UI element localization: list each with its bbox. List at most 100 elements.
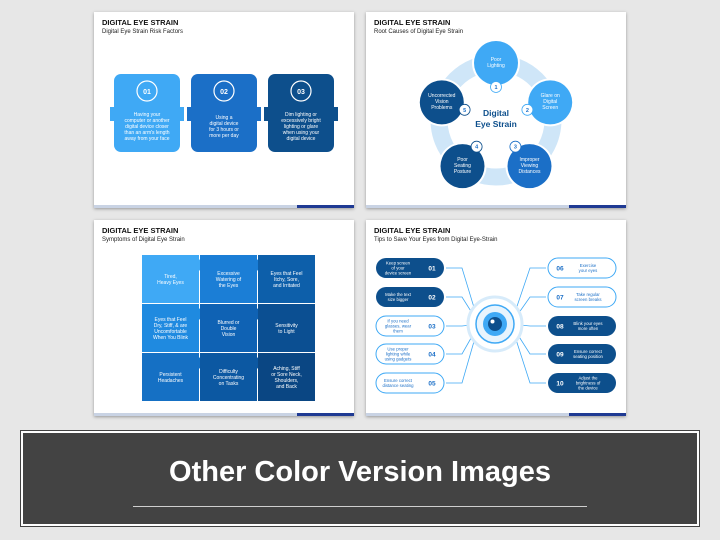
risk-text: more per day (209, 133, 239, 139)
symptom-tile (142, 255, 199, 303)
tip-connector (510, 323, 546, 384)
thumbnail-root-causes[interactable]: DIGITAL EYE STRAIN Root Causes of Digita… (366, 12, 626, 208)
tip-text: Take regular (576, 292, 600, 297)
cause-text: Lighting (487, 63, 505, 69)
tip-text: seating position (573, 354, 603, 359)
banner-underline (133, 506, 587, 507)
symptom-tile (200, 353, 257, 401)
risk-text: lighting or glare (284, 124, 318, 130)
tip-text: more often (578, 326, 599, 331)
tip-text: using gadgets (385, 357, 412, 362)
risk-card-tab (334, 107, 338, 121)
symptom-text: Headaches (158, 378, 184, 384)
tip-pill (548, 373, 616, 393)
tip-text: device screen (385, 271, 412, 276)
other-color-versions-banner: Other Color Version Images (20, 430, 700, 527)
cause-number: 5 (463, 108, 466, 114)
tip-pill (548, 344, 616, 364)
thumbnail-symptoms[interactable]: DIGITAL EYE STRAIN Symptoms of Digital E… (94, 220, 354, 416)
risk-text: Using a (216, 115, 233, 121)
cause-node-circle (474, 41, 518, 85)
slide-footer-bar (366, 413, 626, 416)
risk-number-ring (290, 80, 312, 102)
symptom-tile (200, 255, 257, 303)
tip-text: size bigger (388, 297, 409, 302)
cause-text: Screen (542, 105, 558, 111)
symptom-text: Concentrating (213, 375, 244, 381)
slide-subtitle: Digital Eye Strain Risk Factors (102, 29, 184, 35)
cause-node-circle (507, 144, 552, 189)
risk-number: 03 (297, 89, 305, 96)
tip-number: 09 (556, 352, 564, 359)
cause-text: Digital (543, 99, 557, 105)
cause-number: 1 (494, 85, 497, 91)
cause-number-badge (490, 81, 502, 93)
tip-text: distance seating (382, 383, 414, 388)
risk-text: computer or another (124, 118, 169, 124)
cause-number-badge (509, 140, 522, 153)
tip-connector (446, 267, 480, 325)
tip-text: Ensure correct (574, 349, 603, 354)
tip-text: Use proper (387, 347, 409, 352)
cause-text: Viewing (521, 163, 539, 169)
tip-text: your eyes (579, 268, 598, 273)
symptom-text: Aching, Stiff (273, 366, 300, 372)
risk-text: excessively bright (281, 118, 321, 124)
tip-text: Keep screen (386, 261, 411, 266)
symptom-text: Excessive (217, 271, 240, 277)
symptom-tile (258, 304, 315, 352)
risk-text: Dim lighting or (285, 112, 317, 118)
symptom-text: Tired, (164, 274, 177, 280)
symptom-text: Vision (222, 332, 236, 338)
tip-number: 03 (428, 324, 436, 331)
cause-text: Problems (431, 105, 453, 111)
risk-card-tab (187, 107, 191, 121)
thumbnail-risk-factors[interactable]: DIGITAL EYE STRAIN Digital Eye Strain Ri… (94, 12, 354, 208)
symptom-text: Eyes that Feel (271, 271, 303, 277)
slide-footer-bar (94, 205, 354, 208)
risk-text: than an arm's length (124, 130, 169, 136)
slide-subtitle: Tips to Save Your Eyes from Digital Eye-… (374, 237, 498, 243)
risk-number-ring (213, 80, 235, 102)
tip-pill (376, 287, 444, 307)
cause-text: Glare on (541, 93, 560, 99)
cause-node-circle (419, 80, 464, 125)
slide-title: DIGITAL EYE STRAIN (374, 226, 451, 235)
thumbnail-tips[interactable]: DIGITAL EYE STRAIN Tips to Save Your Eye… (366, 220, 626, 416)
risk-card-body (191, 74, 257, 152)
tip-connector (510, 267, 546, 325)
tip-text: lighting while (386, 352, 411, 357)
tip-number: 07 (556, 295, 564, 302)
cause-number: 4 (475, 145, 479, 151)
symptom-text: Eyes that Feel (155, 317, 187, 323)
risk-number: 02 (220, 89, 228, 96)
risk-text: Having your (134, 112, 161, 118)
risk-text: digital device (210, 121, 239, 127)
tip-text: brightness of (576, 381, 601, 386)
risk-card-tab (180, 107, 184, 121)
risk-text: digital device closer (125, 124, 169, 130)
symptom-text: or Sore Neck, (271, 372, 302, 378)
symptom-text: Dry, Stiff, & are (154, 323, 188, 329)
symptom-text: Uncomfortable (154, 329, 187, 335)
symptom-text: and Irritated (273, 283, 300, 289)
